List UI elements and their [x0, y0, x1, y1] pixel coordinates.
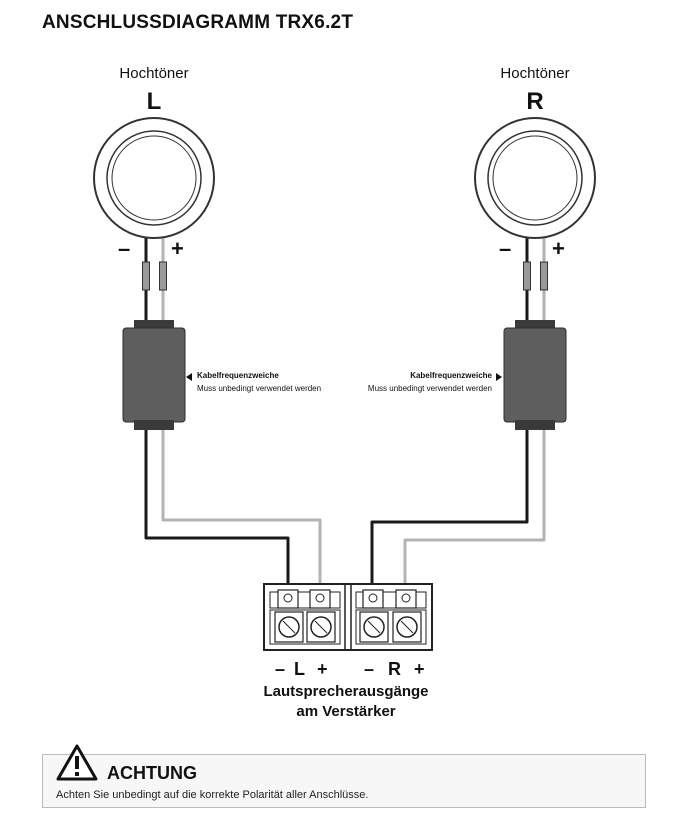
speaker-left-plus: +	[171, 236, 184, 261]
speaker-right-minus: –	[499, 236, 512, 261]
wire-right-negative-bottom	[370, 430, 529, 602]
amp-caption-line2: am Verstärker	[296, 703, 396, 720]
speaker-left-side: L	[146, 88, 162, 115]
warning-text: Achten Sie unbedingt auf die korrekte Po…	[56, 789, 369, 801]
speaker-left-label: Hochtöner	[119, 65, 189, 82]
wire-connectors	[142, 261, 548, 291]
crossover-left-note-subtitle: Muss unbedingt verwendet werden	[197, 384, 322, 393]
tweeter-left	[93, 117, 215, 239]
wire-left-negative-bottom	[144, 430, 290, 602]
speaker-right-plus: +	[552, 236, 565, 261]
crossover-left	[122, 320, 186, 430]
wire-right-positive-bottom	[403, 430, 546, 602]
terminal-right-plus: +	[414, 659, 425, 679]
arrow-right-icon	[496, 373, 502, 381]
terminal-left-plus: +	[317, 659, 328, 679]
warning-title: ACHTUNG	[107, 763, 197, 783]
connector-right-positive	[540, 261, 548, 291]
warning-box: ACHTUNG Achten Sie unbedingt auf die kor…	[42, 744, 646, 808]
speaker-right-label: Hochtöner	[500, 65, 570, 82]
tweeter-right	[474, 117, 596, 239]
terminal-left-minus: –	[275, 659, 286, 679]
connector-right-negative	[523, 261, 531, 291]
crossover-left-note-title: Kabelfrequenzweiche	[197, 371, 279, 380]
crossover-right-note-subtitle: Muss unbedingt verwendet werden	[367, 384, 492, 393]
speaker-right-side: R	[526, 88, 544, 115]
connector-left-negative	[142, 261, 150, 291]
crossover-right	[503, 320, 567, 430]
speaker-left-minus: –	[118, 236, 131, 261]
terminal-block	[263, 583, 433, 651]
arrow-left-icon	[186, 373, 192, 381]
amp-caption-line1: Lautsprecherausgänge	[263, 683, 429, 700]
terminal-left-side: L	[294, 659, 305, 679]
connector-left-positive	[159, 261, 167, 291]
page-title: ANSCHLUSSDIAGRAMM TRX6.2T	[42, 12, 354, 33]
warning-triangle-icon	[56, 744, 98, 781]
wire-left-positive-bottom	[161, 430, 322, 602]
crossover-right-note-title: Kabelfrequenzweiche	[410, 371, 492, 380]
terminal-right-side: R	[388, 659, 401, 679]
terminal-right-minus: –	[364, 659, 375, 679]
